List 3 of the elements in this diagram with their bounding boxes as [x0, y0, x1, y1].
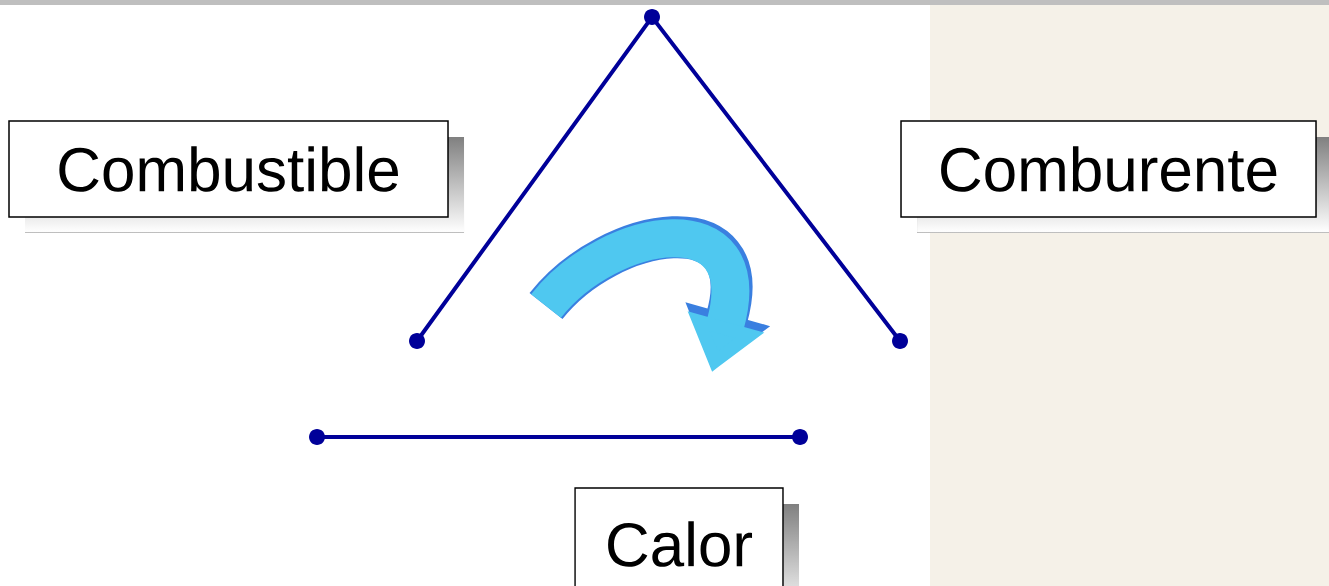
label-box: Combustible [8, 120, 464, 233]
label-box: Calor [574, 487, 799, 586]
label-box: Comburente [900, 120, 1329, 233]
